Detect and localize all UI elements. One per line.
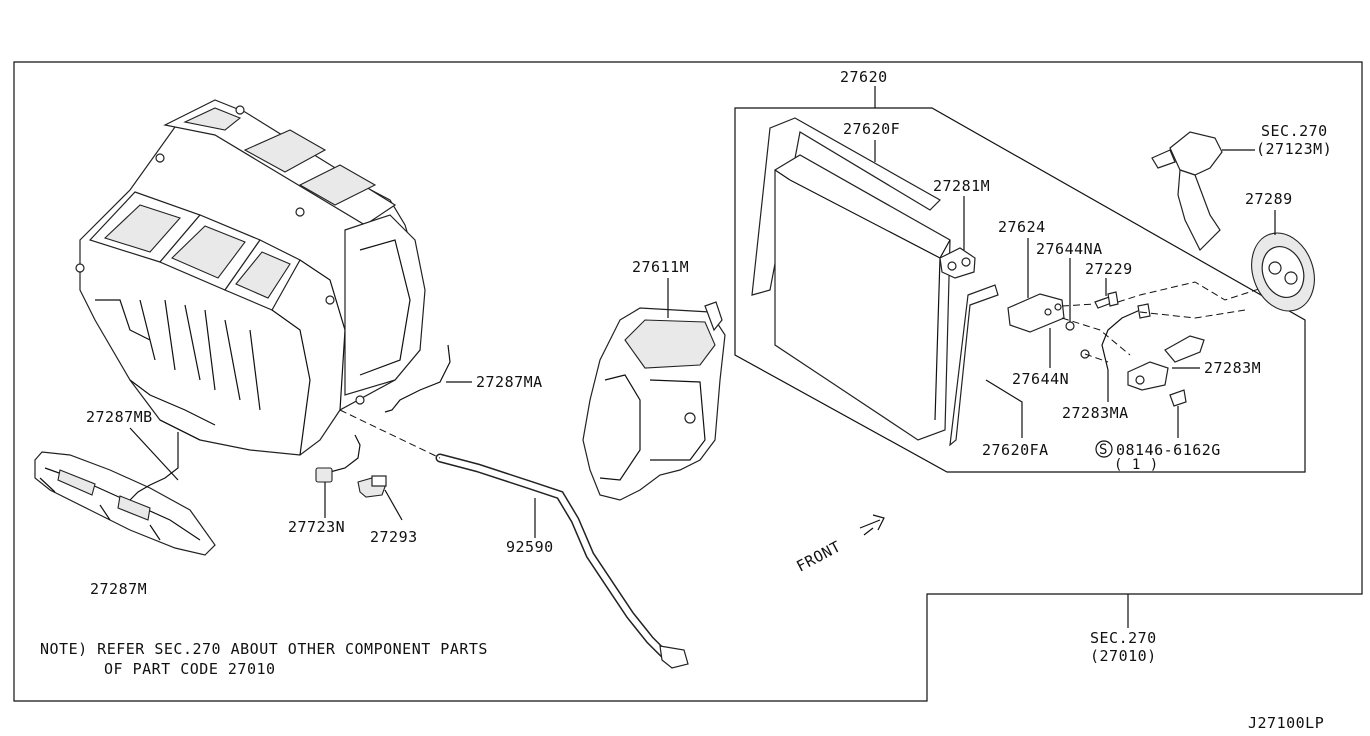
note-line-1: NOTE) REFER SEC.270 ABOUT OTHER COMPONEN… — [40, 640, 488, 658]
seal-27620FA[interactable] — [949, 284, 999, 447]
bolt-symbol: S — [1099, 442, 1108, 458]
bracket-27283M[interactable] — [1127, 335, 1205, 391]
diagram-id: J27100LP — [1248, 714, 1324, 732]
pipe-block-27624[interactable] — [1007, 293, 1065, 333]
label-sec270-lower: SEC.270 — [1090, 629, 1157, 647]
front-arrow-icon — [859, 514, 885, 536]
bolt-08146-6162G[interactable] — [1169, 389, 1187, 438]
diagram-frame — [13, 61, 1363, 702]
label-27123M: (27123M) — [1256, 140, 1332, 158]
label-sec270-upper: SEC.270 — [1261, 122, 1328, 140]
sensor-wire-27287MA[interactable] — [384, 344, 451, 413]
pipe-27283MA[interactable] — [1101, 309, 1141, 371]
note-line-2: OF PART CODE 27010 — [104, 660, 276, 678]
sensor-27723N[interactable] — [315, 434, 361, 483]
bracket-27123M[interactable] — [1151, 131, 1223, 252]
label-27283M: 27283M — [1204, 359, 1261, 377]
evaporator-core-27281M[interactable] — [774, 154, 976, 441]
label-27289: 27289 — [1245, 190, 1293, 208]
connector-27293[interactable] — [357, 475, 387, 498]
label-27287MB: 27287MB — [86, 408, 153, 426]
evaporator-assembly-frame — [734, 107, 1306, 473]
label-27644NA: 27644NA — [1036, 240, 1103, 258]
label-27611M: 27611M — [632, 258, 689, 276]
screw-27229[interactable] — [1094, 291, 1119, 309]
grommet-27289[interactable] — [1241, 224, 1325, 320]
duct-27287M[interactable] — [34, 451, 216, 556]
label-27010: (27010) — [1090, 647, 1157, 665]
seal-27620F[interactable] — [751, 117, 941, 296]
o-ring-27644NA[interactable] — [1065, 321, 1075, 331]
label-27281M: 27281M — [933, 177, 990, 195]
label-27620FA: 27620FA — [982, 441, 1049, 459]
label-27283MA: 27283MA — [1062, 404, 1129, 422]
label-27229: 27229 — [1085, 260, 1133, 278]
label-08146-6162G: 08146-6162G — [1116, 441, 1221, 459]
label-27644N: 27644N — [1012, 370, 1069, 388]
housing-27611M[interactable] — [582, 301, 726, 501]
label-27287M: 27287M — [90, 580, 147, 598]
wire-27287MB[interactable] — [129, 432, 179, 501]
label-27620F: 27620F — [843, 120, 900, 138]
front-label: FRONT — [793, 537, 844, 575]
label-92590: 92590 — [506, 538, 554, 556]
label-bolt-qty: ( 1 ) — [1114, 457, 1159, 473]
label-27723N: 27723N — [288, 518, 345, 536]
label-27287MA: 27287MA — [476, 373, 543, 391]
label-27293: 27293 — [370, 528, 418, 546]
label-27624: 27624 — [998, 218, 1046, 236]
heater-unit-housing[interactable] — [75, 99, 426, 456]
bolt-symbol-icon — [1095, 440, 1113, 458]
label-27620: 27620 — [840, 68, 888, 86]
